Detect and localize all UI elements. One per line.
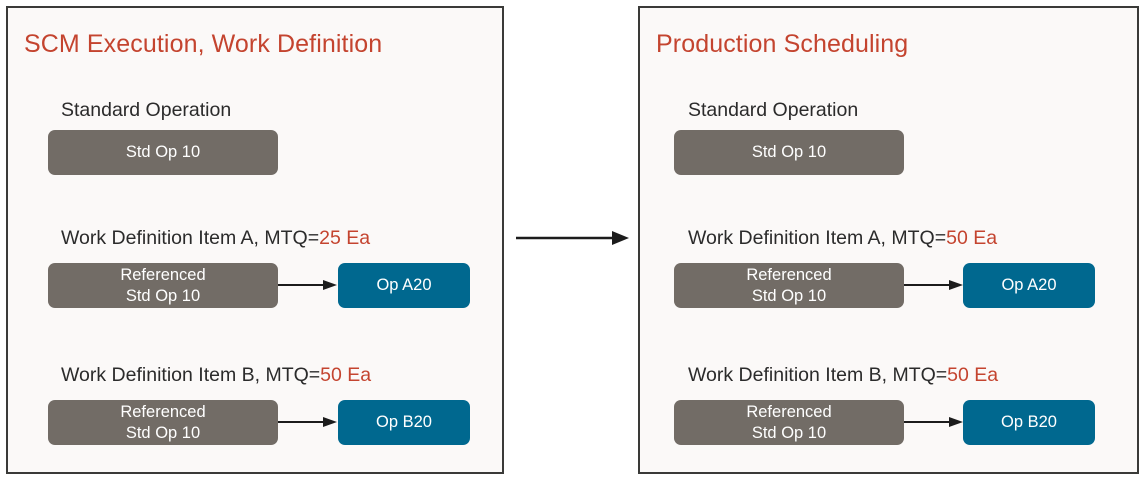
node-label: Op B20	[376, 413, 432, 431]
node-std-op-10[interactable]: Std Op 10	[48, 130, 278, 175]
mtq-value: 50 Ea	[947, 364, 999, 386]
node-referenced-std-op-10-a[interactable]: Referenced Std Op 10	[674, 263, 904, 308]
section-label-work-definition-item-b: Work Definition Item B, MTQ=50 Ea	[61, 363, 371, 388]
section-label-work-definition-item-a: Work Definition Item A, MTQ=50 Ea	[688, 226, 997, 251]
connector-arrow-a	[904, 279, 964, 291]
node-referenced-std-op-10-b[interactable]: Referenced Std Op 10	[674, 400, 904, 445]
node-label: Referenced Std Op 10	[746, 402, 832, 442]
panel-title-production-scheduling: Production Scheduling	[656, 30, 909, 58]
section-label-text: Work Definition Item B, MTQ=	[688, 364, 948, 386]
panel-production-scheduling: Production Scheduling Standard Operation…	[638, 6, 1139, 474]
section-label-text: Standard Operation	[688, 99, 859, 121]
mtq-value: 25 Ea	[319, 227, 371, 249]
node-op-a20[interactable]: Op A20	[963, 263, 1095, 308]
section-label-text: Work Definition Item A, MTQ=	[688, 227, 947, 249]
node-op-b20[interactable]: Op B20	[338, 400, 470, 445]
node-op-a20[interactable]: Op A20	[338, 263, 470, 308]
transition-arrow	[514, 228, 630, 248]
section-label-text: Work Definition Item A, MTQ=	[61, 227, 320, 249]
node-std-op-10[interactable]: Std Op 10	[674, 130, 904, 175]
node-label: Referenced Std Op 10	[120, 402, 206, 442]
connector-arrow-b	[904, 416, 964, 428]
panel-scm-execution: SCM Execution, Work Definition Standard …	[6, 6, 504, 474]
node-label: Std Op 10	[125, 143, 201, 161]
panel-title-scm-execution: SCM Execution, Work Definition	[24, 30, 383, 58]
section-label-standard-operation: Standard Operation	[688, 98, 858, 123]
section-label-work-definition-item-b: Work Definition Item B, MTQ=50 Ea	[688, 363, 998, 388]
mtq-value: 50 Ea	[320, 364, 372, 386]
section-label-standard-operation: Standard Operation	[61, 98, 231, 123]
connector-arrow-a	[278, 279, 338, 291]
node-label: Op A20	[1001, 276, 1057, 294]
node-referenced-std-op-10-b[interactable]: Referenced Std Op 10	[48, 400, 278, 445]
node-label: Referenced Std Op 10	[120, 265, 206, 305]
section-label-text: Work Definition Item B, MTQ=	[61, 364, 321, 386]
section-label-text: Standard Operation	[61, 99, 232, 121]
mtq-value: 50 Ea	[946, 227, 998, 249]
node-label: Referenced Std Op 10	[746, 265, 832, 305]
section-label-work-definition-item-a: Work Definition Item A, MTQ=25 Ea	[61, 226, 370, 251]
node-label: Op B20	[1001, 413, 1057, 431]
connector-arrow-b	[278, 416, 338, 428]
node-label: Op A20	[376, 276, 432, 294]
node-referenced-std-op-10-a[interactable]: Referenced Std Op 10	[48, 263, 278, 308]
node-label: Std Op 10	[751, 143, 827, 161]
node-op-b20[interactable]: Op B20	[963, 400, 1095, 445]
